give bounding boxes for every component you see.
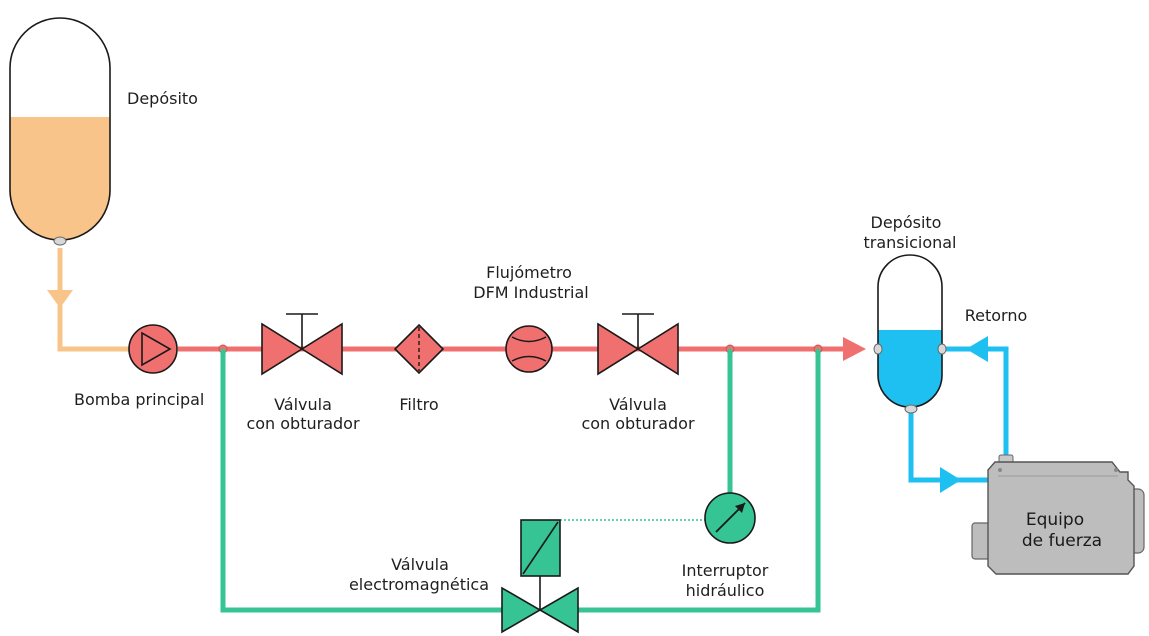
label-bomba-principal: Bomba principal	[74, 390, 204, 409]
label-interruptor-line1: Interruptor	[682, 561, 769, 580]
label-retorno: Retorno	[965, 306, 1028, 325]
label-valvula-2-line2: con obturador	[581, 414, 695, 433]
label-valvula-2-line1: Válvula	[609, 395, 667, 414]
label-flujometro-line1: Flujómetro	[486, 263, 572, 282]
power-unit	[971, 454, 1145, 575]
fuel-supply-pipe	[47, 248, 130, 352]
bypass-pipe	[220, 349, 821, 613]
label-interruptor-line2: hidráulico	[686, 581, 765, 600]
label-deposito-transicional-line2: transicional	[864, 233, 957, 252]
label-deposito-transicional-line1: Depósito	[871, 213, 942, 232]
main-tank-fuel-level	[10, 117, 110, 240]
gate-valve-2	[597, 313, 679, 376]
flowmeter	[505, 325, 553, 373]
electromagnetic-valve	[501, 519, 579, 634]
label-electro-line2: electromagnética	[349, 575, 489, 594]
label-equipo-line1: Equipo	[1026, 510, 1084, 530]
label-electro-line1: Válvula	[391, 555, 449, 574]
transitional-tank	[873, 254, 947, 414]
return-pipe	[908, 336, 1009, 493]
main-pump	[128, 324, 178, 374]
gate-valve-1	[261, 313, 343, 376]
label-deposito: Depósito	[127, 89, 198, 108]
label-valvula-1-line1: Válvula	[274, 395, 332, 414]
filter	[393, 323, 445, 375]
hydraulic-switch	[704, 492, 756, 544]
label-flujometro-line2: DFM Industrial	[473, 283, 588, 302]
label-equipo-line2: de fuerza	[1022, 531, 1102, 551]
label-filtro: Filtro	[399, 395, 438, 414]
transitional-tank-level	[878, 330, 942, 407]
main-tank	[9, 17, 111, 246]
label-valvula-1-line2: con obturador	[246, 414, 360, 433]
